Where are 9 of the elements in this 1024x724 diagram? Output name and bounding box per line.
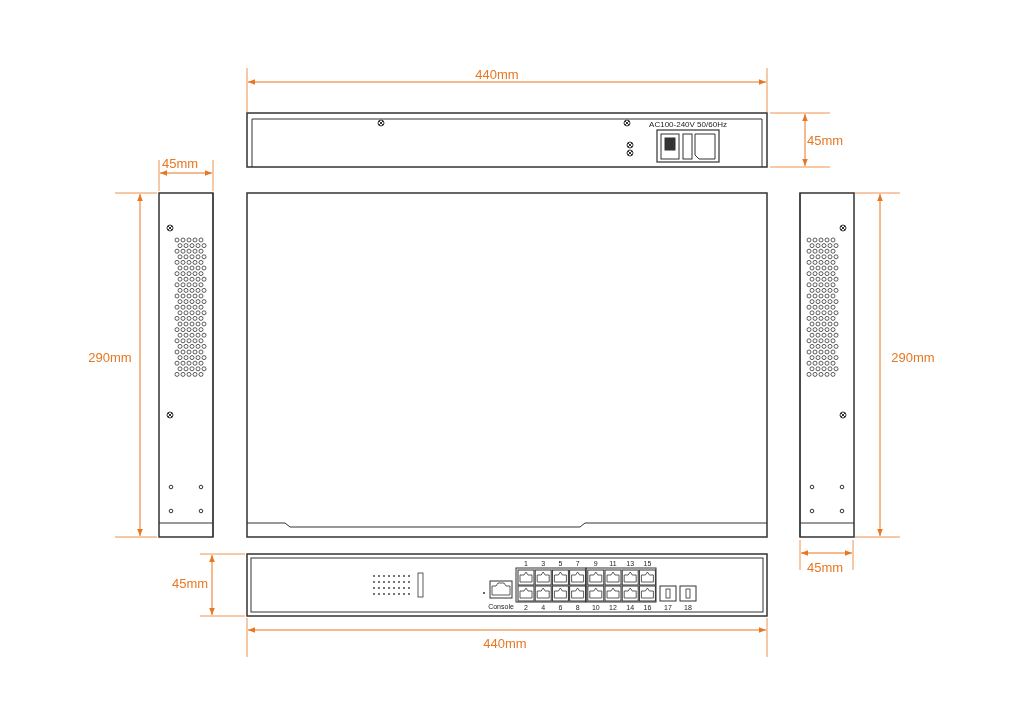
dimension-label: 290mm: [88, 350, 132, 364]
dimension-label: 290mm: [891, 350, 935, 364]
dimension-label: 440mm: [475, 67, 519, 81]
power-rating-label: AC100-240V 50/60Hz: [649, 121, 727, 129]
dimension-label: 45mm: [806, 560, 844, 574]
dimension-label: 45mm: [161, 156, 199, 170]
dimension-label: 45mm: [806, 133, 844, 147]
dimension-label: 45mm: [171, 576, 209, 590]
dimension-label: 440mm: [483, 636, 527, 650]
